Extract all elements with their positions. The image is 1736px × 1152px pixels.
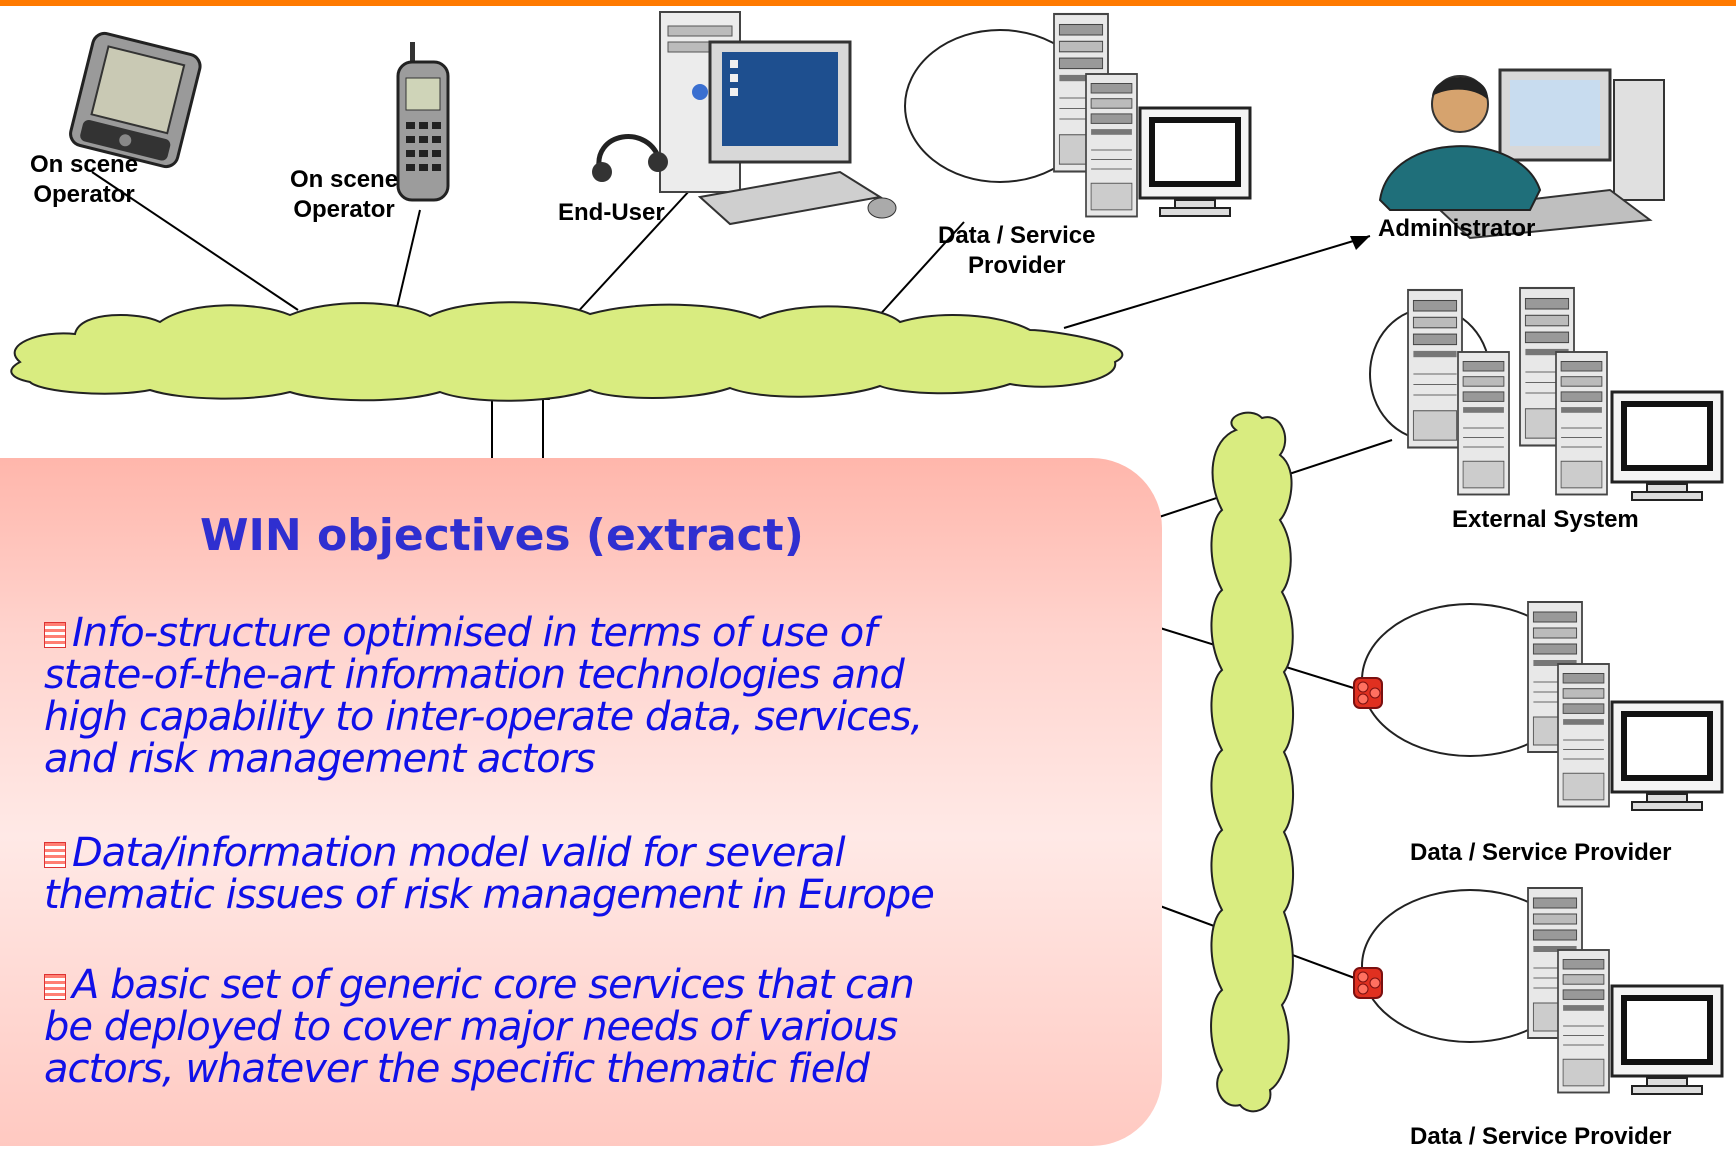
top-accent-bar bbox=[0, 0, 1736, 6]
link-cloud-administrator bbox=[1063, 235, 1371, 329]
provider-right-1-cluster-icon bbox=[1361, 601, 1722, 810]
objective-item-3: A basic set of generic core services tha… bbox=[44, 962, 915, 1092]
objective-item-1: Info-structure optimised in terms of use… bbox=[44, 610, 923, 782]
link-provider-cloud bbox=[865, 221, 965, 331]
link-enduser-cloud bbox=[573, 189, 691, 317]
administrator-arrowhead bbox=[1350, 236, 1370, 250]
objectives-panel bbox=[0, 458, 1162, 1146]
link-operator1-cloud bbox=[91, 171, 299, 311]
data-service-provider-label-right-2: Data / Service Provider bbox=[1410, 1123, 1672, 1150]
end-user-label: End-User bbox=[558, 199, 665, 226]
administrator-icon bbox=[1378, 68, 1665, 240]
provider-right-2-cluster-icon bbox=[1361, 887, 1722, 1094]
plug-connector-icon bbox=[1353, 967, 1383, 999]
document-bullet-icon bbox=[44, 842, 66, 868]
desktop-pc-icon bbox=[592, 11, 897, 226]
data-service-provider-label-right-1: Data / Service Provider bbox=[1410, 839, 1672, 866]
provider-top-cluster-icon bbox=[904, 12, 1250, 217]
pda-icon bbox=[69, 31, 202, 169]
vertical-network-cloud bbox=[1210, 411, 1294, 1113]
network-cloud bbox=[10, 301, 1124, 402]
document-bullet-icon bbox=[44, 622, 66, 648]
document-bullet-icon bbox=[44, 974, 66, 1000]
mobile-phone-icon bbox=[396, 42, 450, 202]
link-operator2-cloud bbox=[395, 209, 421, 313]
external-system-cluster-icon bbox=[1369, 286, 1722, 500]
external-system-label: External System bbox=[1452, 506, 1639, 533]
administrator-label: Administrator bbox=[1378, 215, 1536, 242]
objectives-title: WIN objectives (extract) bbox=[200, 510, 804, 561]
plug-connector-icon bbox=[1353, 677, 1383, 709]
objective-item-2: Data/information model valid for several… bbox=[44, 830, 935, 918]
